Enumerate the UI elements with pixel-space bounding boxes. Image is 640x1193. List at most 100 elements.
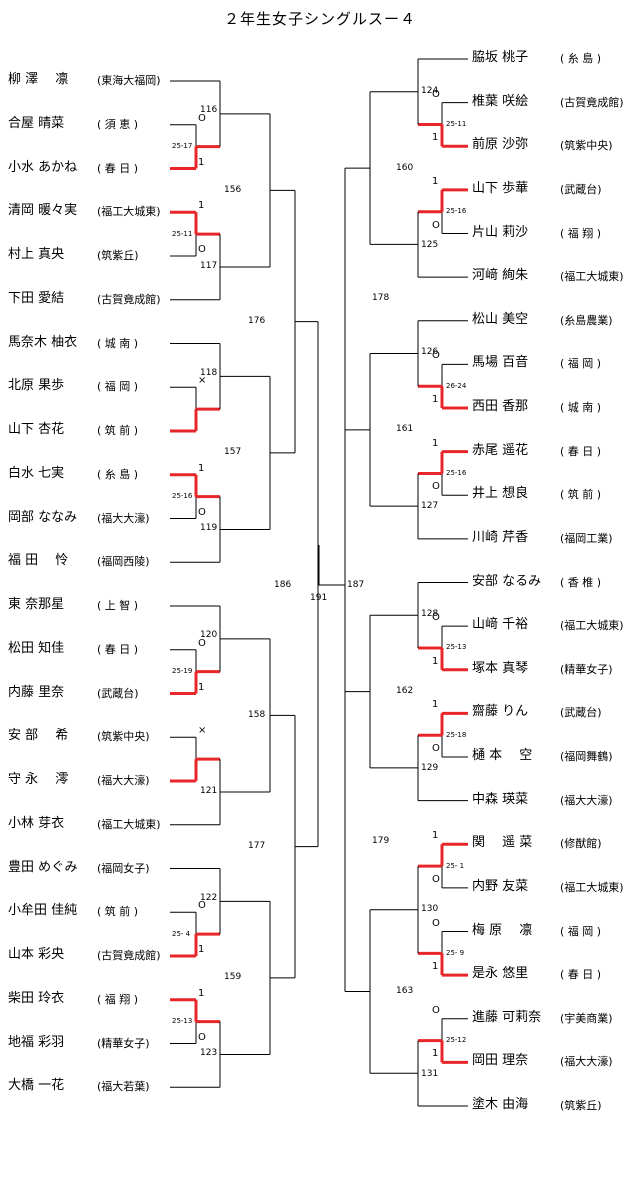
player-team: (武蔵台) xyxy=(560,706,602,720)
result-mark: 1 xyxy=(432,961,439,973)
player-team: ( 糸 島 ) xyxy=(560,52,602,65)
match-score: 25-13 xyxy=(446,643,467,652)
player-name: 是永 悠里 xyxy=(472,966,529,982)
player-team: (古賀竟成館) xyxy=(97,292,161,306)
player-name: 山﨑 千裕 xyxy=(472,617,529,633)
result-mark: 1 xyxy=(198,681,205,693)
player-team: (福大大濠) xyxy=(560,1055,613,1069)
match-number: 156 xyxy=(224,184,242,195)
player-team: ( 香 椎 ) xyxy=(560,575,602,589)
match-score: 25- 1 xyxy=(446,861,465,870)
player-team: ( 春 日 ) xyxy=(97,161,139,175)
player-team: ( 糸 島 ) xyxy=(97,467,139,481)
match-number: 160 xyxy=(396,162,414,173)
player-team: (福大若葉) xyxy=(97,1080,150,1094)
match-score: 25-11 xyxy=(446,119,467,128)
player-team: (福岡舞鶴) xyxy=(560,750,613,763)
player-team: (福工大城東) xyxy=(560,619,624,633)
player-team: (福岡西陵) xyxy=(97,555,150,569)
player-team: ( 城 南 ) xyxy=(97,336,139,350)
match-score: 26-24 xyxy=(446,381,467,390)
player-name: 梅 原 凛 xyxy=(472,922,533,938)
player-name: 北原 果歩 xyxy=(8,378,65,394)
player-name: 松田 知佳 xyxy=(8,640,65,656)
match-number: 186 xyxy=(274,579,292,590)
player-team: ( 福 岡 ) xyxy=(560,357,602,371)
player-name: 村上 真央 xyxy=(8,247,65,262)
result-mark: O xyxy=(198,506,206,518)
result-mark: 1 xyxy=(432,394,439,405)
player-name: 下田 愛結 xyxy=(8,290,65,306)
result-mark: O xyxy=(432,481,440,493)
result-mark: O xyxy=(432,350,440,362)
player-name: 小林 芽衣 xyxy=(8,815,65,831)
player-name: 馬奈木 柚衣 xyxy=(8,334,78,350)
result-mark: O xyxy=(432,88,440,100)
match-number: 178 xyxy=(372,293,390,304)
player-team: (糸島農業) xyxy=(560,313,613,327)
match-score: 25-12 xyxy=(446,1036,467,1045)
match-number: 127 xyxy=(421,501,439,512)
player-name: 柳 澤 凛 xyxy=(8,72,69,87)
result-mark: 1 xyxy=(198,944,205,955)
player-team: ( 春 日 ) xyxy=(560,444,602,458)
player-name: 地福 彩羽 xyxy=(8,1034,65,1050)
match-score: 25-13 xyxy=(172,1017,193,1026)
player-team: ( 春 日 ) xyxy=(97,642,139,656)
result-mark: O xyxy=(432,917,440,929)
player-name: 合屋 晴菜 xyxy=(8,115,65,131)
match-number: 177 xyxy=(248,841,266,852)
match-number: 176 xyxy=(248,316,266,327)
player-name: 齋藤 りん xyxy=(472,704,529,720)
player-name: 大橋 一花 xyxy=(8,1078,65,1094)
player-name: 山下 歩華 xyxy=(472,180,529,196)
player-team: (精華女子) xyxy=(97,1036,150,1050)
result-mark: O xyxy=(432,873,440,885)
result-mark: O xyxy=(198,112,206,124)
player-name: 関 遥 菜 xyxy=(472,835,533,851)
match-number: 159 xyxy=(224,972,242,983)
result-mark: O xyxy=(198,900,206,912)
result-mark: O xyxy=(198,244,206,255)
result-mark: O xyxy=(432,219,440,231)
player-name: 椎葉 咲絵 xyxy=(472,93,529,109)
player-team: (筑紫中央) xyxy=(97,730,150,744)
page-title: ２年生女子シングルスー４ xyxy=(223,10,416,28)
match-number: 117 xyxy=(200,260,218,271)
player-name: 白水 七実 xyxy=(8,465,65,481)
result-mark: O xyxy=(432,1004,440,1016)
player-name: 脇坂 桃子 xyxy=(472,50,529,65)
player-name: 柴田 玲衣 xyxy=(8,990,65,1006)
player-name: 中森 瑛菜 xyxy=(472,791,529,807)
player-team: ( 城 南 ) xyxy=(560,401,602,414)
match-score: 25-16 xyxy=(172,492,193,501)
player-team: (東海大福岡) xyxy=(97,74,161,87)
match-number: 129 xyxy=(421,763,439,774)
match-score: 25-16 xyxy=(446,207,467,216)
result-mark: 1 xyxy=(432,655,439,667)
match-number: 120 xyxy=(200,630,218,641)
player-name: 塗木 由海 xyxy=(472,1097,529,1112)
player-name: 小牟田 佳純 xyxy=(8,903,78,919)
player-name: 河﨑 絢朱 xyxy=(472,268,529,284)
player-name: 豊田 めぐみ xyxy=(8,859,78,875)
result-mark: O xyxy=(198,1031,206,1043)
result-mark: 1 xyxy=(198,462,205,474)
result-mark: 1 xyxy=(198,987,205,999)
player-team: (武蔵台) xyxy=(560,182,602,196)
player-team: (筑紫丘) xyxy=(560,1099,602,1112)
result-mark: 1 xyxy=(198,200,205,212)
player-team: (福岡工業) xyxy=(560,531,613,545)
player-team: (筑紫丘) xyxy=(97,249,139,262)
match-number: 131 xyxy=(421,1068,439,1079)
match-number: 157 xyxy=(224,447,242,458)
result-mark: × xyxy=(198,725,207,737)
result-mark: 1 xyxy=(432,699,439,711)
player-team: (宇美商業) xyxy=(560,1011,613,1025)
result-mark: O xyxy=(432,743,440,754)
player-team: (福岡女子) xyxy=(97,861,150,875)
result-mark: 1 xyxy=(432,132,439,144)
match-score: 25- 4 xyxy=(172,929,191,938)
result-mark: O xyxy=(432,612,440,624)
